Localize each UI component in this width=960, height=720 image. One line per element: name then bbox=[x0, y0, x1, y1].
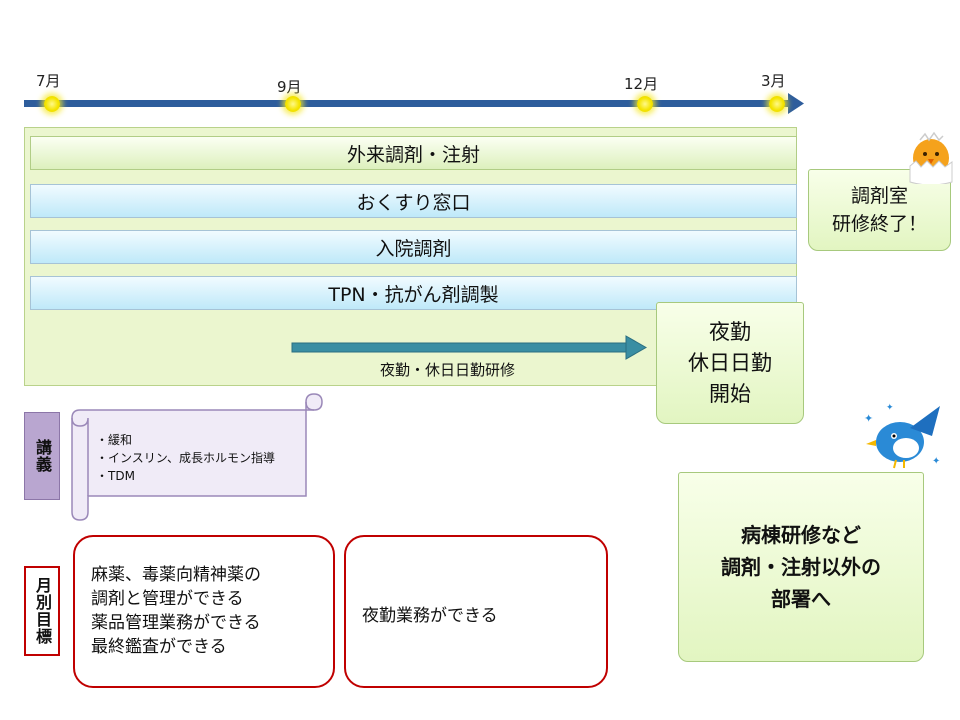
callout-ward-training: 病棟研修など 調剤・注射以外の 部署へ bbox=[678, 472, 924, 662]
track-outpatient-label: 外来調剤・注射 bbox=[346, 143, 480, 166]
track-inpatient: 入院調剤 bbox=[30, 230, 797, 264]
milestone-dot-jul bbox=[44, 96, 60, 112]
milestone-dot-sep bbox=[285, 96, 301, 112]
callout-dispensing-line1: 調剤室 bbox=[850, 185, 908, 207]
timeline-arrow bbox=[24, 93, 804, 114]
lecture-scroll-shape bbox=[71, 393, 323, 521]
track-inpatient-label: 入院調剤 bbox=[375, 237, 452, 260]
lecture-item-tdm: ・TDM bbox=[96, 469, 135, 483]
goal-line-night-duty: 夜勤業務ができる bbox=[362, 606, 498, 626]
lecture-item-palliative: ・緩和 bbox=[96, 433, 133, 447]
night-training-arrow bbox=[291, 335, 648, 360]
callout-dispensing-complete: 調剤室 研修終了！ bbox=[808, 169, 951, 251]
month-label-dec: 12月 bbox=[624, 75, 659, 93]
night-training-label: 夜勤・休日日勤研修 bbox=[380, 361, 516, 379]
goal-line-final-audit: 最終鑑査ができる bbox=[91, 637, 227, 657]
callout-night-line3: 開始 bbox=[709, 381, 751, 406]
svg-text:✦: ✦ bbox=[864, 412, 873, 425]
lecture-list: ・緩和 ・インスリン、成長ホルモン指導 ・TDM bbox=[96, 431, 275, 485]
goal-box-second: 夜勤業務ができる bbox=[344, 535, 608, 688]
callout-night-line1: 夜勤 bbox=[709, 319, 751, 344]
track-tpn-label: TPN・抗がん剤調製 bbox=[328, 283, 499, 306]
goal-line-drug-management: 薬品管理業務ができる bbox=[91, 613, 261, 633]
monthly-goals-label: 月別目標 bbox=[24, 566, 60, 656]
svg-text:✦: ✦ bbox=[932, 456, 940, 467]
svg-text:✦: ✦ bbox=[886, 403, 894, 413]
month-label-jul: 7月 bbox=[36, 72, 61, 90]
track-outpatient: 外来調剤・注射 bbox=[30, 136, 797, 170]
callout-night-line2: 休日日勤 bbox=[688, 350, 772, 375]
goal-line-narcotics: 麻薬、毒薬向精神薬の bbox=[91, 565, 261, 585]
callout-ward-line3: 部署へ bbox=[771, 587, 831, 611]
milestone-dot-dec bbox=[637, 96, 653, 112]
track-medicine-window: おくすり窓口 bbox=[30, 184, 797, 218]
callout-dispensing-line2: 研修終了！ bbox=[831, 213, 927, 235]
chick-icon bbox=[909, 131, 953, 184]
callout-ward-line1: 病棟研修など bbox=[741, 523, 861, 547]
track-tpn: TPN・抗がん剤調製 bbox=[30, 276, 797, 310]
goal-box-first: 麻薬、毒薬向精神薬の 調剤と管理ができる 薬品管理業務ができる 最終鑑査ができる bbox=[73, 535, 335, 688]
bird-icon: ✦ ✦ ✦ bbox=[864, 403, 940, 469]
callout-night-start: 夜勤 休日日勤 開始 bbox=[656, 302, 804, 424]
lecture-label: 講義 bbox=[24, 412, 60, 500]
track-medicine-window-label: おくすり窓口 bbox=[356, 191, 471, 214]
lecture-item-insulin: ・インスリン、成長ホルモン指導 bbox=[96, 451, 276, 465]
month-label-sep: 9月 bbox=[277, 78, 302, 96]
callout-ward-line2: 調剤・注射以外の bbox=[721, 555, 881, 579]
month-label-mar: 3月 bbox=[761, 72, 786, 90]
timeline: 7月 9月 12月 3月 bbox=[0, 0, 960, 120]
milestone-dot-mar bbox=[769, 96, 785, 112]
goal-line-dispensing: 調剤と管理ができる bbox=[91, 589, 244, 609]
